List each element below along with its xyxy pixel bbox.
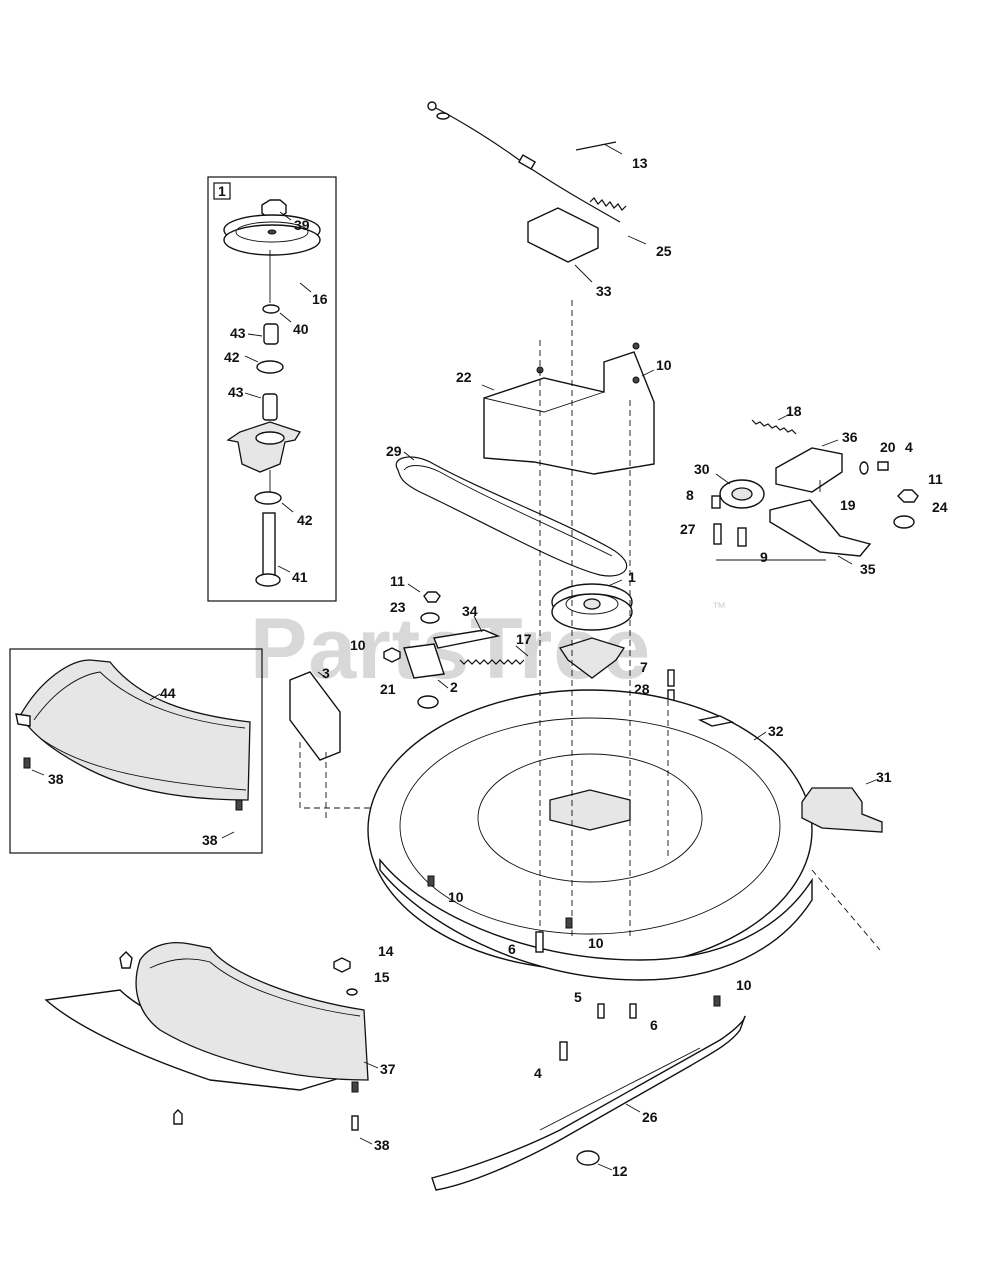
callout-25: 25	[656, 243, 672, 259]
callout-23: 23	[390, 599, 406, 615]
callout-38-inset-a: 38	[48, 771, 64, 787]
mower-deck-32: 32	[367, 300, 881, 981]
callout-29: 29	[386, 443, 402, 459]
callout-43-upper: 43	[230, 325, 246, 341]
idler-assembly: 18 36 20 4 30 8 19 11 24 27 9 35	[680, 403, 948, 577]
lower-fasteners: 10 10 6 14 15 5 6 10 4	[333, 875, 752, 1081]
callout-9: 9	[760, 549, 768, 565]
spindle-inset-box: 1 39 16 40 43 42 43	[207, 176, 337, 602]
callout-44: 44	[160, 685, 176, 701]
callout-38-inset-b: 38	[202, 832, 218, 848]
callout-12: 12	[612, 1163, 628, 1179]
callout-3: 3	[322, 665, 330, 681]
callout-21: 21	[380, 681, 396, 697]
callout-8: 8	[686, 487, 694, 503]
callout-18: 18	[786, 403, 802, 419]
control-cable: 13 25	[427, 101, 672, 259]
deflector-31: 31	[801, 769, 892, 833]
callout-24: 24	[932, 499, 948, 515]
callout-33: 33	[596, 283, 612, 299]
callout-42-lower: 42	[297, 512, 313, 528]
callout-10-cover: 10	[656, 357, 672, 373]
callout-16-inset: 16	[312, 291, 328, 307]
callout-43-lower: 43	[228, 384, 244, 400]
drive-belt-29: 29	[386, 443, 628, 577]
callout-10-deck-b: 10	[588, 935, 604, 951]
callout-22: 22	[456, 369, 472, 385]
blade-26: 26 12	[431, 1015, 746, 1191]
belt-cover-22: 22 10	[456, 342, 672, 475]
callout-32: 32	[768, 723, 784, 739]
callout-11-idler: 11	[928, 471, 943, 487]
callout-6-lower: 6	[650, 1017, 658, 1033]
callout-10-deck-a: 10	[448, 889, 464, 905]
callout-38-chute: 38	[374, 1137, 390, 1153]
callout-2: 2	[450, 679, 458, 695]
discharge-chute-37: 37 38	[44, 942, 396, 1153]
callout-17: 17	[516, 631, 532, 647]
callout-6-deck: 6	[508, 941, 516, 957]
bracket-33: 33	[527, 207, 612, 299]
callout-10-link: 10	[350, 637, 366, 653]
callout-4-idler: 4	[905, 439, 913, 455]
callout-5: 5	[574, 989, 582, 1005]
chute-inset-box: 44 38 38	[9, 648, 263, 854]
engagement-linkage: 11 23 34 10 17 3 2 21	[289, 573, 800, 818]
callout-15: 15	[374, 969, 390, 985]
callout-39: 39	[294, 217, 310, 233]
callout-4-lower: 4	[534, 1065, 542, 1081]
callout-7: 7	[640, 659, 648, 675]
callout-27: 27	[680, 521, 696, 537]
inset-box-number: 1	[218, 183, 226, 199]
callout-11-link: 11	[390, 573, 405, 589]
callout-35: 35	[860, 561, 876, 577]
callout-13: 13	[632, 155, 648, 171]
callout-20: 20	[880, 439, 896, 455]
callout-30: 30	[694, 461, 710, 477]
callout-41: 41	[292, 569, 308, 585]
callout-42-upper: 42	[224, 349, 240, 365]
callout-19: 19	[840, 497, 856, 513]
callout-31: 31	[876, 769, 892, 785]
callout-10-lower: 10	[736, 977, 752, 993]
callout-37: 37	[380, 1061, 396, 1077]
callout-36: 36	[842, 429, 858, 445]
watermark-trademark: ™	[712, 599, 726, 615]
callout-14: 14	[378, 943, 394, 959]
callout-1-pulley: 1	[628, 569, 636, 585]
callout-40: 40	[293, 321, 309, 337]
callout-26: 26	[642, 1109, 658, 1125]
callout-34: 34	[462, 603, 478, 619]
